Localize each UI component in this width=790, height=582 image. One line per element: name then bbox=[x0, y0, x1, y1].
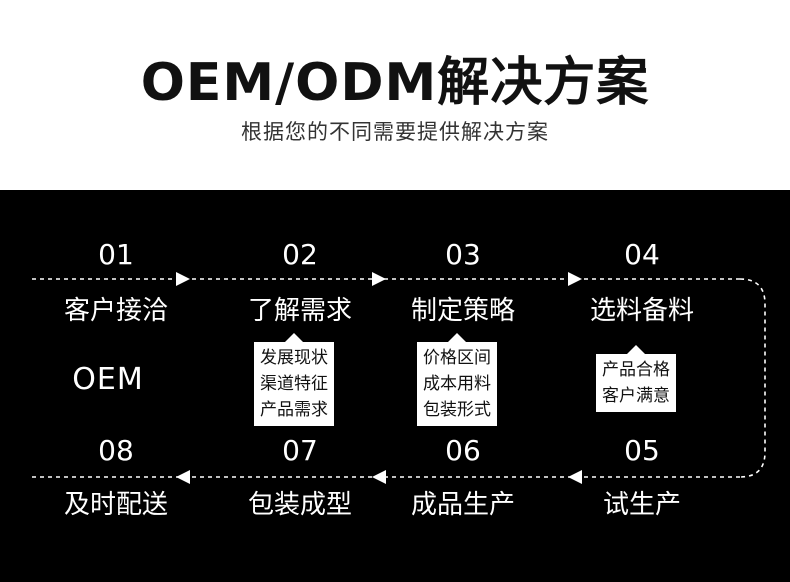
step-label: 客户接洽 bbox=[63, 296, 168, 326]
note-line: 产品合格 bbox=[602, 360, 670, 380]
note-line: 价格区间 bbox=[423, 348, 491, 368]
arrow-right-icon bbox=[176, 272, 190, 286]
note-line: 成本用料 bbox=[423, 374, 491, 394]
header: OEM/ODM解决方案 根据您的不同需要提供解决方案 bbox=[0, 0, 790, 190]
note-line: 客户满意 bbox=[602, 386, 670, 406]
right-curve-connector bbox=[739, 278, 766, 478]
page-title: OEM/ODM解决方案 bbox=[140, 53, 650, 113]
step-number: 05 bbox=[624, 434, 660, 467]
oem-label: OEM bbox=[72, 362, 144, 397]
step-number: 03 bbox=[445, 238, 481, 271]
step-number: 02 bbox=[282, 238, 318, 271]
callout-note: 发展现状 渠道特征 产品需求 bbox=[254, 333, 334, 426]
note-line: 渠道特征 bbox=[260, 374, 328, 394]
arrow-right-icon bbox=[568, 272, 582, 286]
step-label: 选料备料 bbox=[589, 296, 694, 326]
flow-connectors bbox=[32, 272, 766, 484]
page-subtitle: 根据您的不同需要提供解决方案 bbox=[241, 120, 549, 144]
step-label: 包装成型 bbox=[247, 490, 352, 520]
note-line: 发展现状 bbox=[260, 348, 328, 368]
step-label: 成品生产 bbox=[410, 490, 515, 520]
arrow-left-icon bbox=[568, 470, 582, 484]
step-number: 04 bbox=[624, 238, 660, 271]
step-label: 及时配送 bbox=[63, 490, 168, 520]
step-number: 07 bbox=[282, 434, 318, 467]
step-label: 了解需求 bbox=[247, 296, 352, 326]
note-line: 产品需求 bbox=[260, 400, 328, 420]
arrow-right-icon bbox=[372, 272, 386, 286]
step-number: 01 bbox=[98, 238, 134, 271]
step-label: 制定策略 bbox=[410, 296, 515, 326]
process-panel: 01 客户接洽 02 了解需求 03 制定策略 04 选料备料 OEM 发展现状… bbox=[0, 190, 790, 582]
step-label: 试生产 bbox=[602, 490, 681, 520]
note-line: 包装形式 bbox=[423, 400, 491, 420]
step-number: 08 bbox=[98, 434, 134, 467]
callout-note: 价格区间 成本用料 包装形式 bbox=[417, 333, 497, 426]
arrow-left-icon bbox=[372, 470, 386, 484]
callout-note: 产品合格 客户满意 bbox=[596, 345, 676, 412]
arrow-left-icon bbox=[176, 470, 190, 484]
step-number: 06 bbox=[445, 434, 481, 467]
